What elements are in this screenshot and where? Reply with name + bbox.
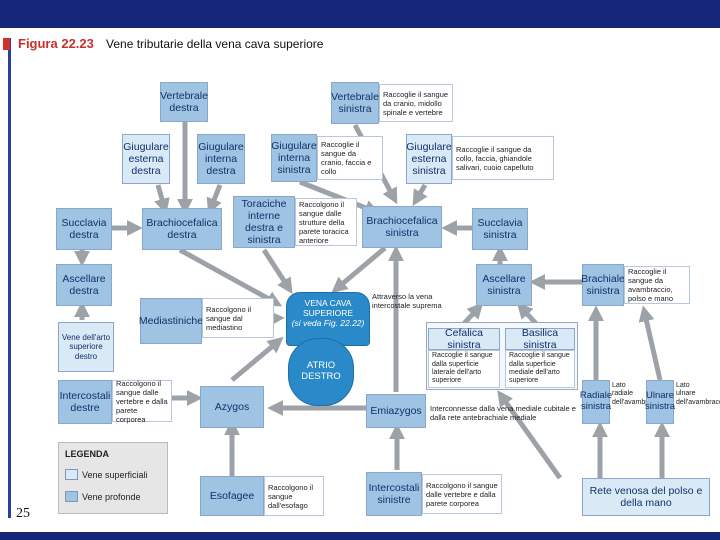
legend: LEGENDA Vene superficiali Vene profonde [58,442,168,514]
arrow-ulnare [638,305,663,381]
node-ulnare-sinistra: Ulnare sinistra [645,380,675,424]
node-succlavia-destra: Succlavia destra [56,208,112,250]
node-brachiocefalica-sinistra: Brachiocefalica sinistra [362,206,442,248]
note-esofagee: Raccolgono il sangue dall'esofago [264,476,324,516]
node-intercostali-sinistre: Intercostali sinistre [366,472,422,516]
note-intercostali-sinistre: Raccolgono il sangue dalle vertebre e da… [422,474,502,514]
legend-swatch-superficial [65,469,78,480]
note-vertebrale-sinistra: Raccoglie il sangue da cranio, midollo s… [379,84,453,122]
note-cefalica-sinistra: Raccoglie il sangue dalla superficie lat… [428,350,500,388]
atrio-destro: ATRIO DESTRO [288,338,354,406]
arrow-giugulare-interna-destra [206,184,223,215]
vcs-label: VENA CAVA SUPERIORE [302,298,354,318]
note-mediastiniche: Raccolgono il sangue dal mediastino [202,298,274,338]
legend-title: LEGENDA [65,449,110,459]
node-radiale-sinistra: Radiale sinistra [580,380,612,424]
figure-marker [3,38,10,50]
node-succlavia-sinistra: Succlavia sinistra [472,208,528,250]
note-brachiale-sinistra: Raccoglie il sangue da avambraccio, pols… [624,266,690,304]
legend-row-superficial: Vene superficiali [65,469,148,480]
node-giugulare-esterna-destra: Giugulare esterna destra [122,134,170,184]
note-intercostale-suprema: Attraverso la vena intercostale suprema [372,292,442,310]
note-radiale-sinistra: Lato radiale dell'avambraccio [612,382,664,406]
legend-row-deep: Vene profonde [65,491,141,502]
node-giugulare-interna-sinistra: Giugulare interna sinistra [271,134,317,182]
node-vertebrale-destra: Vertebrale destra [160,82,208,122]
arrow-toraciche [261,248,293,295]
node-giugulare-interna-destra: Giugulare interna destra [197,134,245,184]
node-azygos: Azygos [200,386,264,428]
node-intercostali-destre: Intercostali destre [58,380,112,424]
arrow-brachiocefalica-sinistra [331,246,387,294]
node-emiazygos: Emiazygos [366,394,426,428]
page-number: 25 [16,506,30,521]
arrow-giugulare-esterna-sinistra [412,183,428,207]
node-arto-superiore-destro: Vene dell'arto superiore destro [58,322,114,372]
node-brachiale-sinistra: Brachiale sinistra [581,264,625,306]
node-brachiocefalica-destra: Brachiocefalica destra [142,208,222,250]
note-basilica-sinistra: Raccoglie il sangue dalla superficie med… [505,350,575,388]
top-banner [0,0,720,28]
node-rete-venosa: Rete venosa del polso e della mano [582,478,710,516]
node-toraciche-interne: Toraciche interne destra e sinistra [233,196,295,248]
legend-label-superficial: Vene superficiali [82,469,148,480]
node-giugulare-esterna-sinistra: Giugulare esterna sinistra [406,134,452,184]
note-toraciche-interne: Raccolgono il sangue dalle strutture del… [295,198,357,246]
figure-label: Figura 22.23 [18,36,94,51]
legend-label-deep: Vene profonde [82,491,141,502]
arrow-azygos [230,336,284,382]
node-basilica-sinistra: Basilica sinistra [505,327,575,351]
bottom-banner [0,532,720,540]
legend-swatch-deep [65,491,78,502]
node-ascellare-sinistra: Ascellare sinistra [476,264,532,306]
note-interconnesse: Interconnesse dalla vena mediale cubital… [430,404,576,422]
node-vertebrale-sinistra: Vertebrale sinistra [331,82,379,124]
note-ulnare-sinistra: Lato ulnare dell'avambraccio [676,382,720,406]
arrow-rete-basilica [497,390,563,480]
node-cefalica-sinistra: Cefalica sinistra [428,327,500,351]
note-intercostali-destre: Raccolgono il sangue dalle vertebre e da… [112,379,172,424]
arrow-brachiocefalica-destra [178,247,283,307]
arrow-giugulare-esterna-destra [154,184,170,215]
note-giugulare-interna-sinistra: Raccoglie il sangue da cranio, faccia e … [317,136,383,180]
note-giugulare-esterna-sinistra: Raccoglie il sangue da collo, faccia, gh… [452,136,554,180]
node-esofagee: Esofagee [200,476,264,516]
vcs-reference: (si veda Fig. 22.22) [291,317,365,328]
node-ascellare-destra: Ascellare destra [56,264,112,306]
node-mediastiniche: Mediastiniche [139,298,203,344]
figure-caption: Vene tributarie della vena cava superior… [106,37,324,51]
left-rule [8,38,11,518]
vena-cava-superiore: VENA CAVA SUPERIORE (si veda Fig. 22.22) [286,292,370,346]
